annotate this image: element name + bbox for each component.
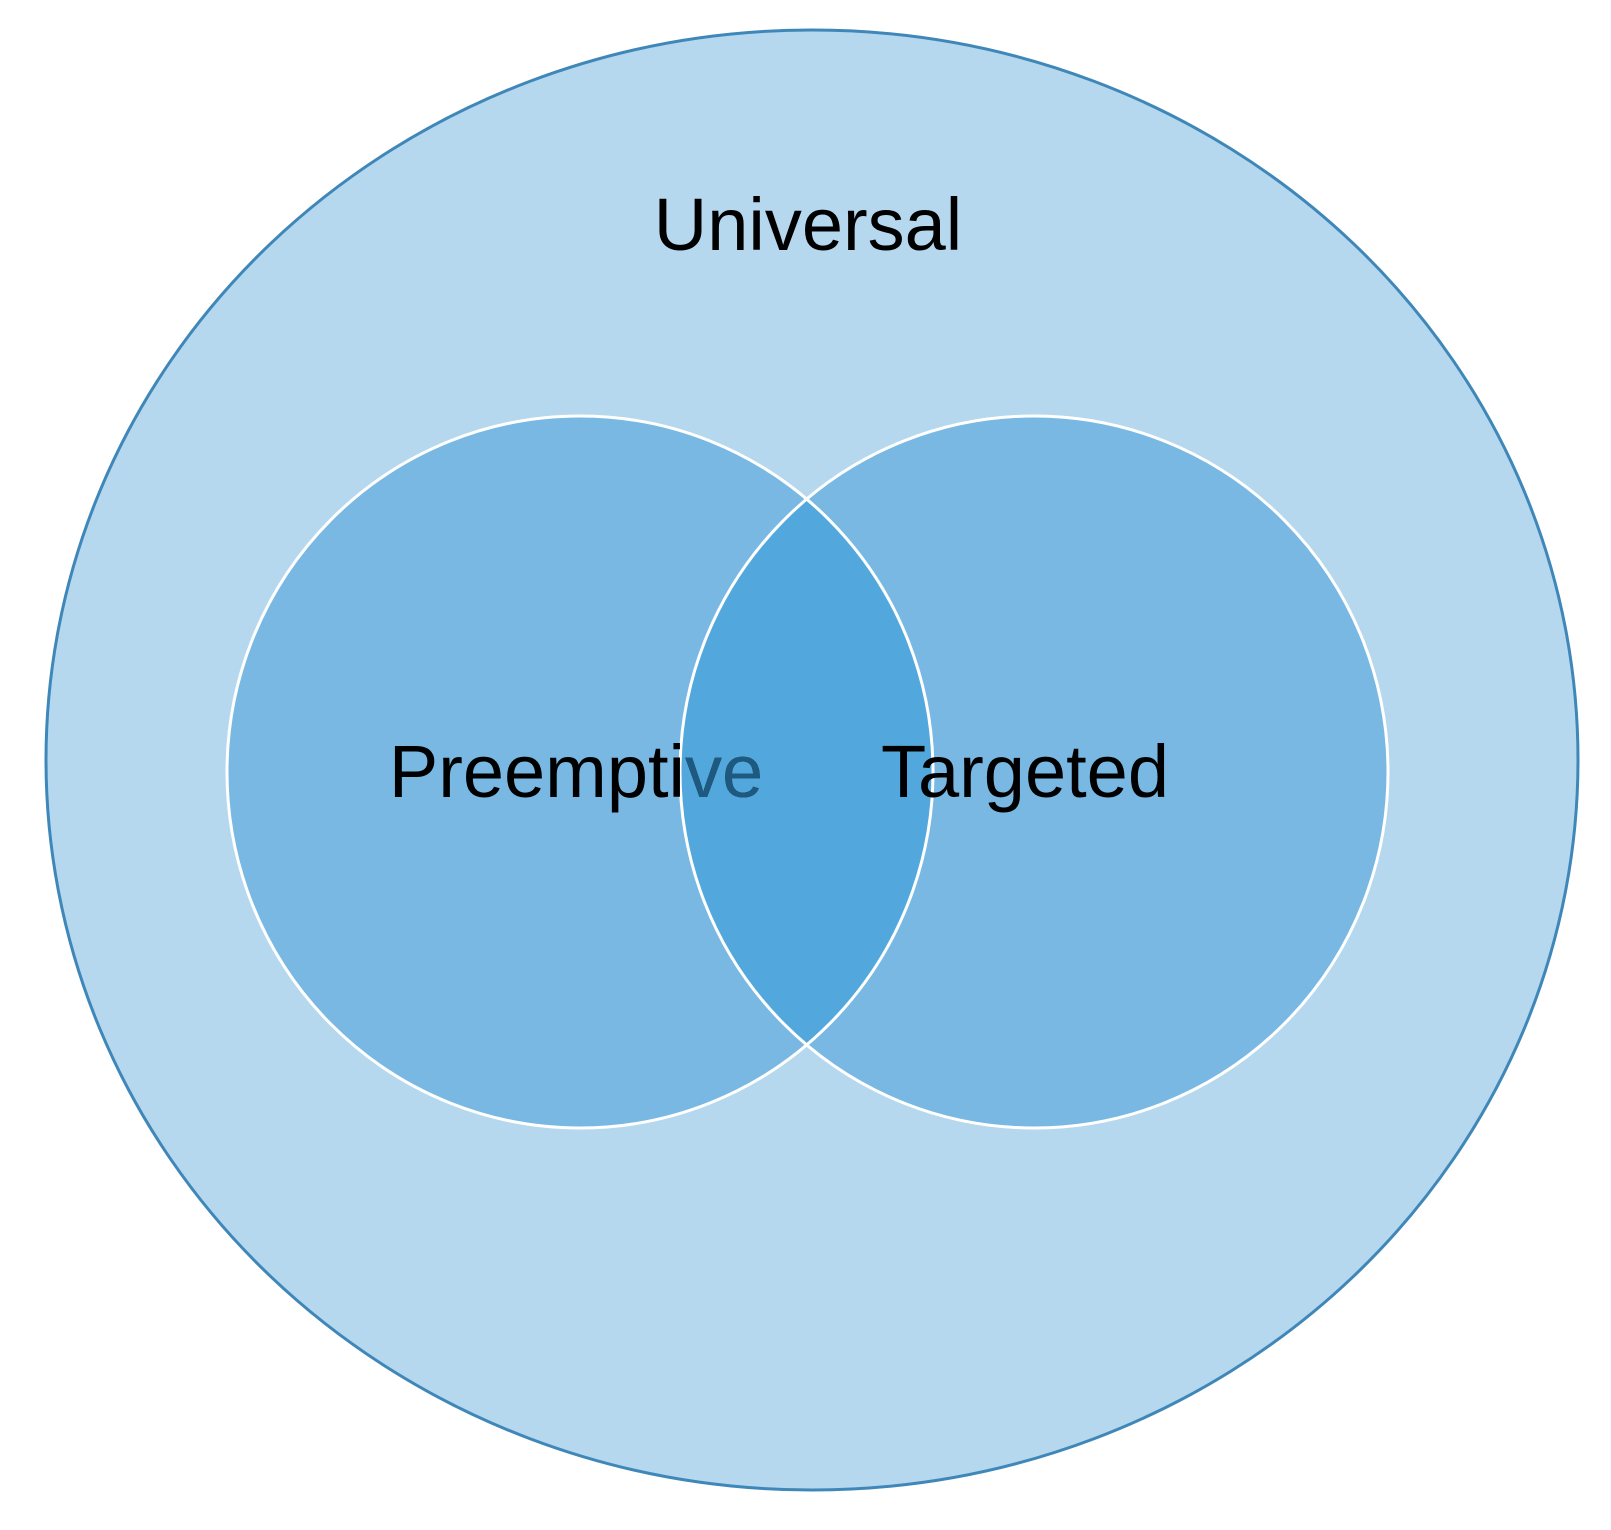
left-label-overlap-tint: Preemptive xyxy=(389,730,763,813)
right-label: Targeted xyxy=(881,730,1169,813)
right-circle-outline xyxy=(678,414,1390,1130)
left-circle-outline xyxy=(225,414,935,1130)
overlap-region xyxy=(680,416,933,1128)
outer-label: Universal xyxy=(654,183,962,266)
left-label: Preemptive xyxy=(389,730,763,813)
